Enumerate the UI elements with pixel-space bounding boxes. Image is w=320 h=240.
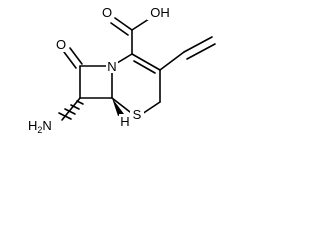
bond-c8-o-double-b — [69, 47, 83, 65]
bond-c7-nh2 — [61, 97, 81, 121]
bond-cooh-o-double-b — [110, 22, 129, 36]
bond-s-c6 — [111, 97, 131, 113]
bond-c4-s — [141, 101, 161, 115]
bond-c8-o-double-a — [63, 51, 77, 69]
bond-c2-c3 — [131, 53, 161, 71]
bond-c2-c3-double — [133, 60, 156, 74]
atom-carbonyl-oxygen: O — [56, 37, 66, 52]
atom-amine: H2N — [28, 118, 52, 135]
bond-c6-h-wedge — [112, 98, 124, 116]
atom-ring-nitrogen: N — [107, 59, 116, 74]
atom-acid-hydroxyl: OH — [150, 5, 170, 20]
molecule-structure: O N OH O H2N S H — [28, 5, 216, 135]
bond-c7-nh2-hash-2 — [70, 104, 80, 110]
bond-cooh-o-double-a — [114, 17, 133, 31]
atom-sulfur: S — [133, 107, 142, 122]
atom-stereo-hydrogen: H — [120, 114, 129, 129]
bond-c7-nh2-hash-3 — [64, 108, 76, 115]
bond-vinyl-double — [186, 43, 216, 60]
atom-acid-oxygen: O — [102, 5, 112, 20]
bond-vinyl-terminal — [183, 36, 213, 53]
bond-c3-vinyl — [159, 51, 185, 71]
